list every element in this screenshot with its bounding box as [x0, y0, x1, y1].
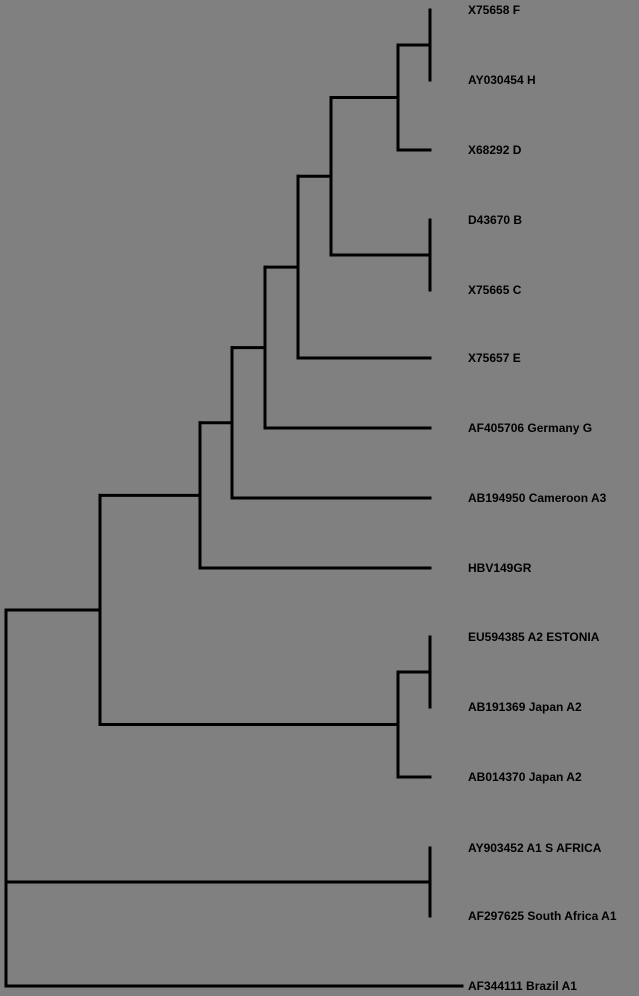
leaf-labels: X75658 F AY030454 H X68292 D D43670 B X7… — [468, 3, 617, 993]
tree-branches — [4, 8, 464, 988]
leaf-label-x75657-e: X75657 E — [468, 351, 521, 365]
leaf-label-d43670-b: D43670 B — [468, 213, 522, 227]
leaf-label-ab191369-japan-a2: AB191369 Japan A2 — [468, 700, 582, 714]
leaf-label-ay030454-h: AY030454 H — [468, 73, 536, 87]
leaf-label-af344111-brazil-a1: AF344111 Brazil A1 — [468, 979, 577, 993]
leaf-label-af405706-germany-g: AF405706 Germany G — [468, 421, 592, 435]
leaf-label-x75665-c: X75665 C — [468, 283, 522, 297]
leaf-label-ay903452-a1-s-africa: AY903452 A1 S AFRICA — [468, 841, 602, 855]
leaf-label-ab014370-japan-a2: AB014370 Japan A2 — [468, 770, 582, 784]
leaf-label-x68292-d: X68292 D — [468, 143, 522, 157]
leaf-label-eu594385-a2-estonia: EU594385 A2 ESTONIA — [468, 630, 600, 644]
leaf-label-x75658-f: X75658 F — [468, 3, 520, 17]
leaf-label-ab194950-cameroon-a3: AB194950 Cameroon A3 — [468, 491, 607, 505]
leaf-label-hbv149gr: HBV149GR — [468, 561, 532, 575]
leaf-label-af297625-south-africa-a1: AF297625 South Africa A1 — [468, 909, 617, 923]
